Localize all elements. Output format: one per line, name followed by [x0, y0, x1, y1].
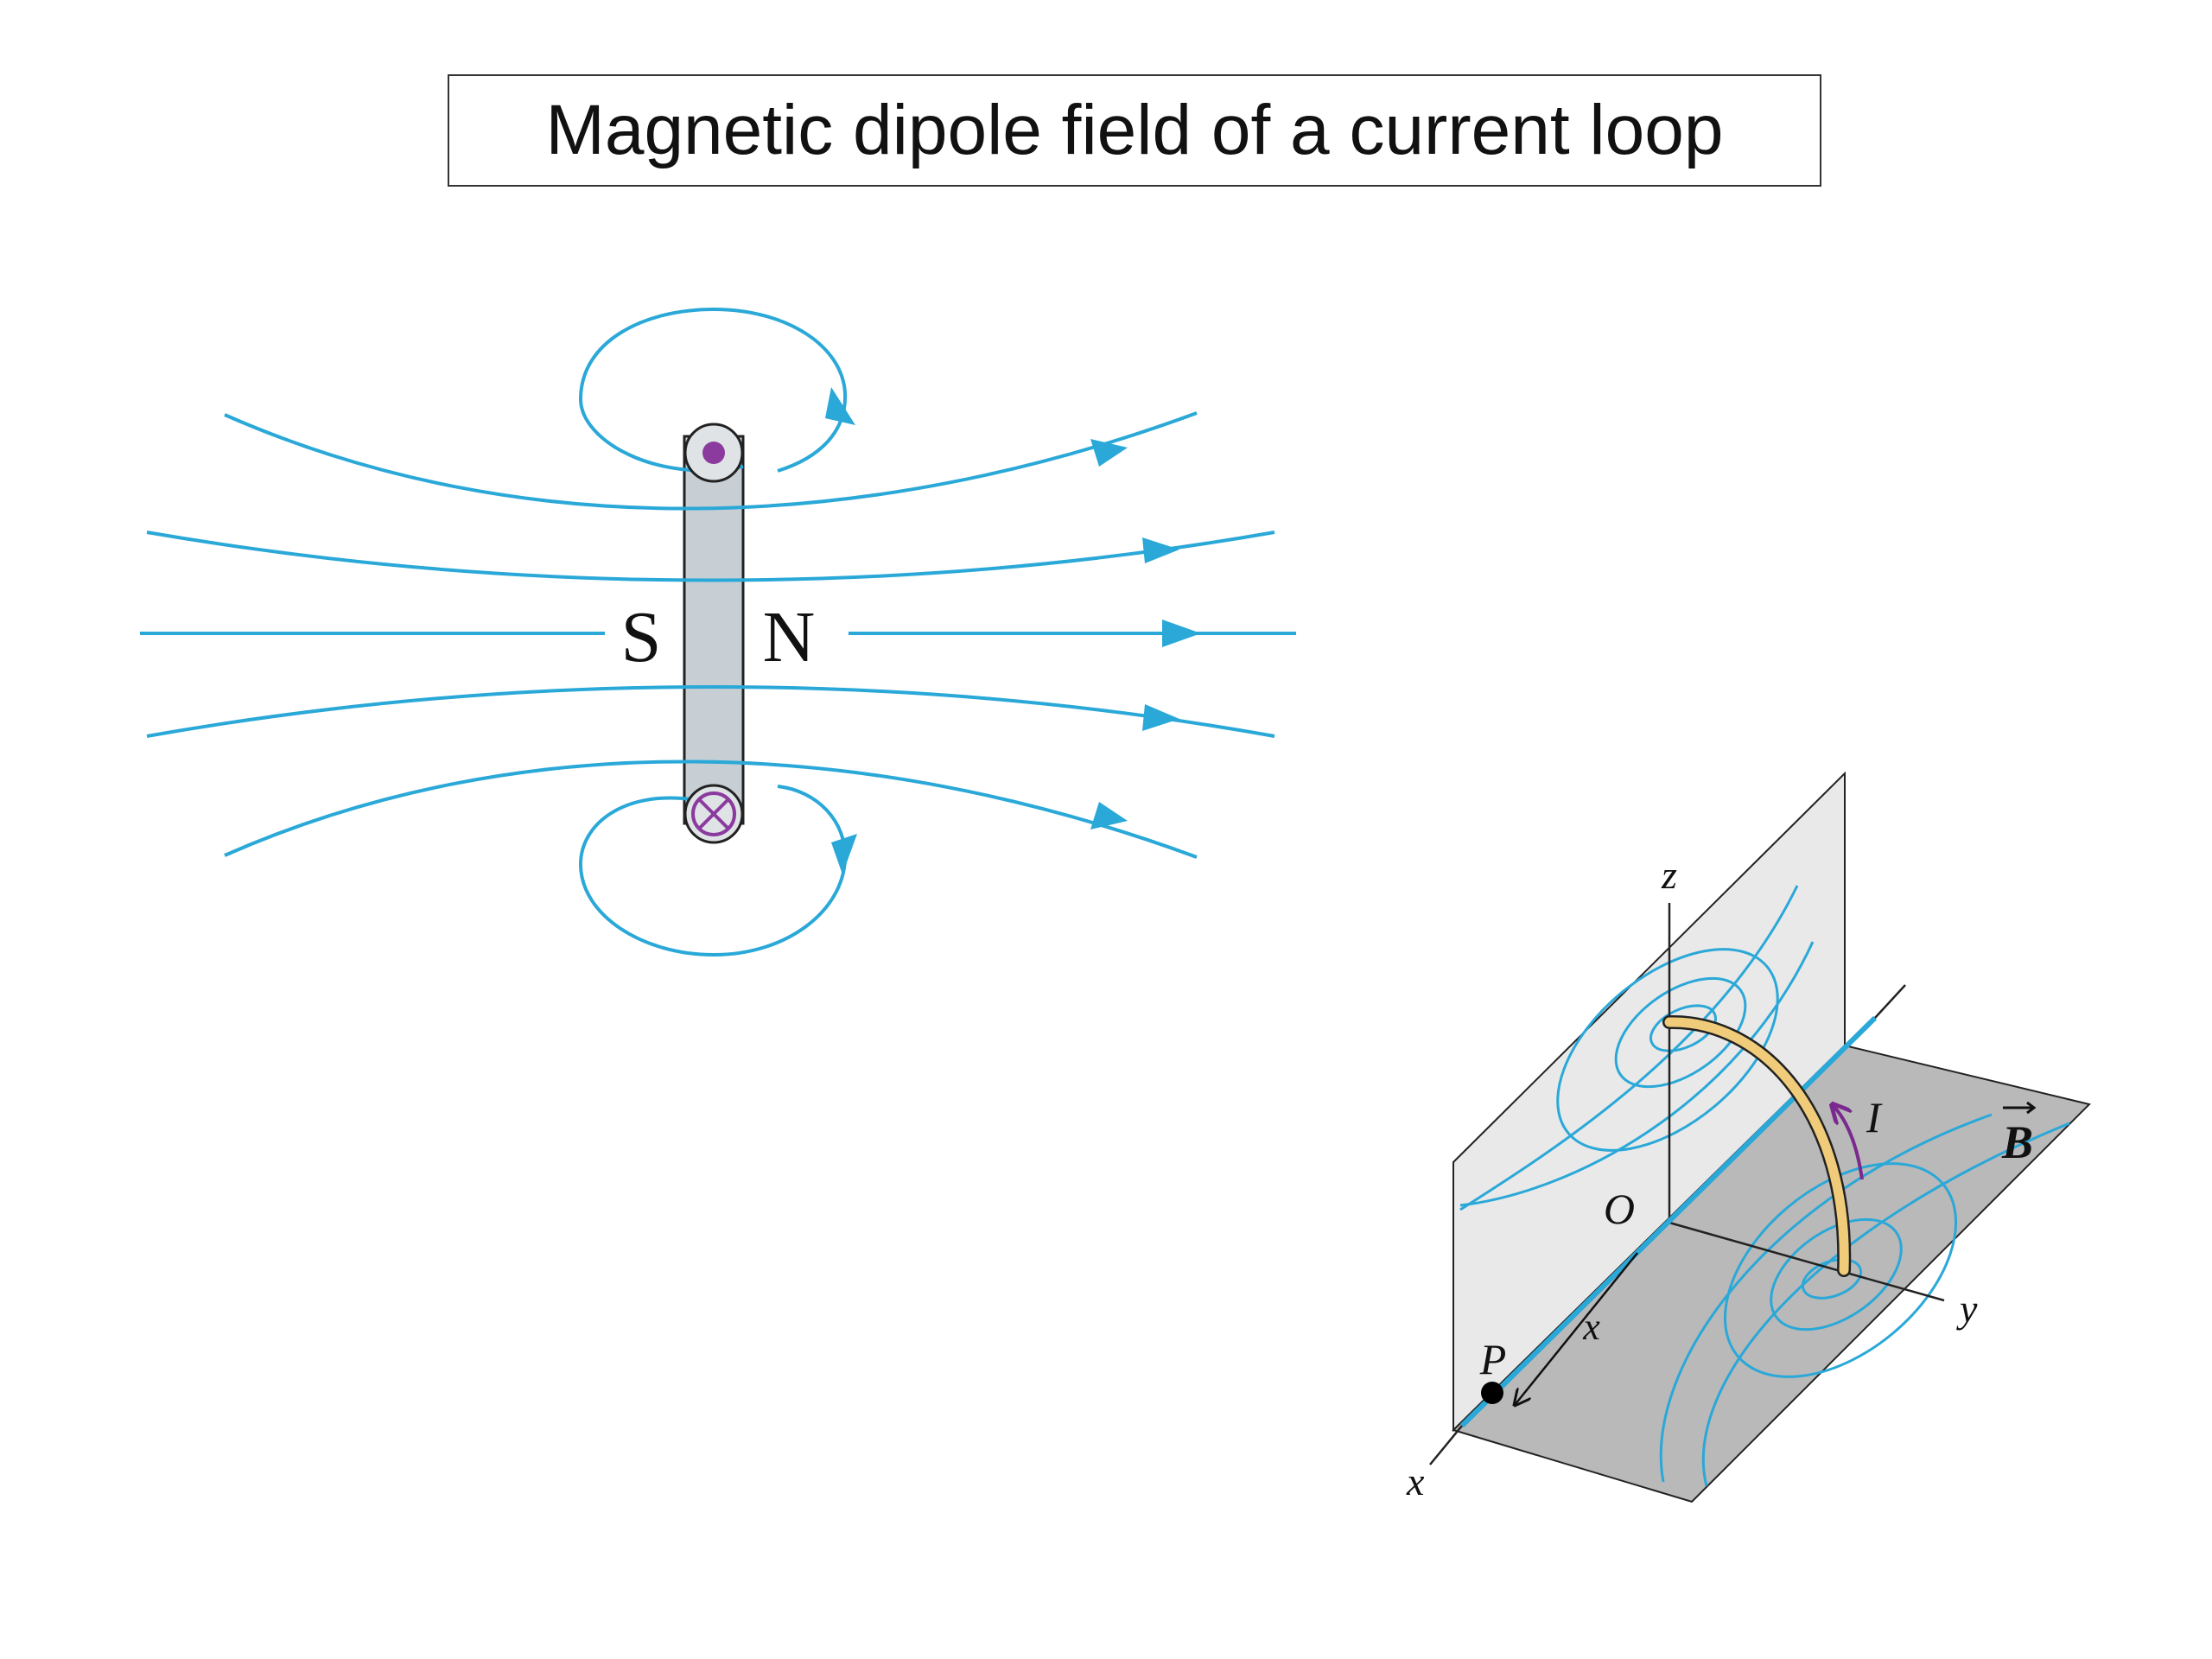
current-out-dot-icon — [702, 442, 725, 464]
current-label: I — [1866, 1093, 1883, 1141]
current-arrow-icon — [1834, 1106, 1864, 1180]
point-p-dot — [1481, 1382, 1503, 1404]
point-p-label: P — [1479, 1335, 1507, 1383]
axis-x-label: x — [1406, 1459, 1425, 1503]
page-title: Magnetic dipole field of a current loop — [545, 91, 1724, 169]
distance-arrow — [1515, 1252, 1638, 1405]
field-line-bottom-outer — [224, 760, 1198, 859]
arrow-head-1 — [1090, 439, 1128, 467]
arrow-head-3 — [1162, 620, 1201, 647]
arrow-head-loop-bottom — [831, 834, 857, 874]
dipole-diagram: S N — [140, 307, 1296, 957]
arrow-head-4 — [1142, 704, 1179, 731]
north-pole-label: N — [763, 597, 816, 677]
arrow-head-5 — [1090, 802, 1128, 830]
axis-z-label: z — [1661, 853, 1677, 897]
y-axis — [1669, 1221, 1945, 1302]
x-axis-back — [1874, 984, 1906, 1019]
current-wire-fill — [1664, 1017, 1849, 1275]
field-line-bottom-inner — [146, 685, 1275, 738]
horizontal-plane-field-lines — [1659, 1113, 2070, 1487]
x-axis — [1429, 1425, 1463, 1465]
arrow-head-2 — [1142, 537, 1179, 563]
title-box: Magnetic dipole field of a current loop — [448, 74, 1821, 187]
field-line-top-inner — [146, 531, 1275, 582]
south-pole-label: S — [621, 597, 662, 677]
vector-arrow-icon — [2003, 1101, 2037, 1115]
distance-x-label: x — [1582, 1306, 1600, 1348]
field-line-top-outer — [224, 411, 1198, 511]
axis-y-label: y — [1956, 1287, 1978, 1331]
arrow-head-loop-top — [825, 387, 855, 425]
current-in-cross-icon — [691, 791, 736, 836]
vertical-plane-field-lines — [1459, 885, 1815, 1211]
field-b-label: B — [2001, 1116, 2033, 1168]
origin-label: O — [1604, 1185, 1635, 1233]
loop-3d-diagram: z y x O P I x B — [1406, 771, 2091, 1503]
loop-bar — [683, 435, 745, 825]
x-axis-field-line — [1459, 1015, 1878, 1428]
